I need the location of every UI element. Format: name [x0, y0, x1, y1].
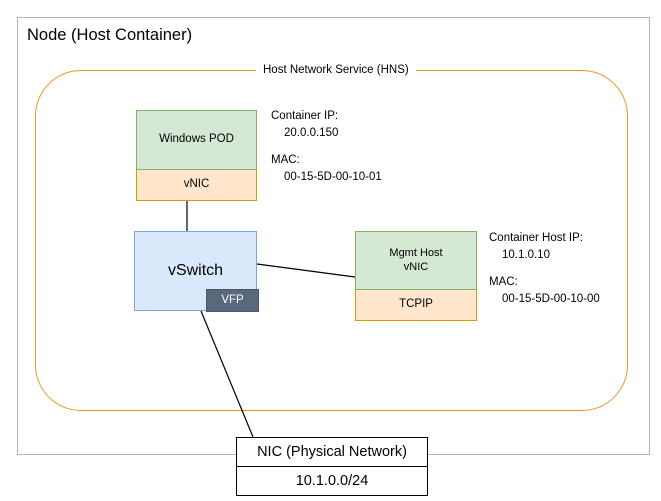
mgmt-host-vnic-line2: vNIC [403, 260, 429, 273]
mgmt-host-vnic-line1: Mgmt Host [389, 247, 443, 260]
nic-physical-network-box[interactable]: NIC (Physical Network) 10.1.0.0/24 [236, 437, 428, 496]
pod-annotation: Container IP: 20.0.0.150 MAC: 00-15-5D-0… [271, 108, 382, 186]
pod-mac-value: 00-15-5D-00-10-01 [284, 171, 382, 183]
nic-title-row: NIC (Physical Network) [237, 438, 427, 467]
pod-ip-value: 20.0.0.150 [284, 127, 339, 139]
windows-pod-box[interactable]: Windows POD [136, 110, 257, 170]
node-host-container-frame [17, 17, 650, 455]
pod-ip-key: Container IP: [271, 110, 339, 122]
mgmt-annotation: Container Host IP: 10.1.0.10 MAC: 00-15-… [489, 230, 600, 308]
page-title: Node (Host Container) [27, 26, 193, 44]
mgmt-mac-value: 00-15-5D-00-10-00 [502, 293, 600, 305]
pod-mac-key: MAC: [271, 154, 300, 166]
mgmt-mac-key: MAC: [489, 276, 518, 288]
pod-vnic-box[interactable]: vNIC [136, 170, 257, 201]
mgmt-ip-key: Container Host IP: [489, 232, 583, 244]
mgmt-ip-value: 10.1.0.10 [502, 249, 550, 261]
pod-vnic-label: vNIC [183, 178, 210, 191]
vfp-box[interactable]: VFP [206, 289, 259, 312]
host-network-service-label: Host Network Service (HNS) [256, 61, 416, 79]
nic-subnet-row: 10.1.0.0/24 [237, 467, 427, 495]
windows-pod-label: Windows POD [159, 133, 234, 146]
vswitch-label: vSwitch [167, 262, 224, 280]
nic-title-label: NIC (Physical Network) [257, 444, 407, 460]
mgmt-annot-spacer [489, 264, 600, 274]
pod-annot-spacer [271, 142, 382, 152]
vfp-label: VFP [221, 293, 244, 306]
tcpip-label: TCPIP [399, 298, 433, 311]
nic-subnet-label: 10.1.0.0/24 [295, 473, 369, 489]
tcpip-box[interactable]: TCPIP [355, 290, 477, 321]
